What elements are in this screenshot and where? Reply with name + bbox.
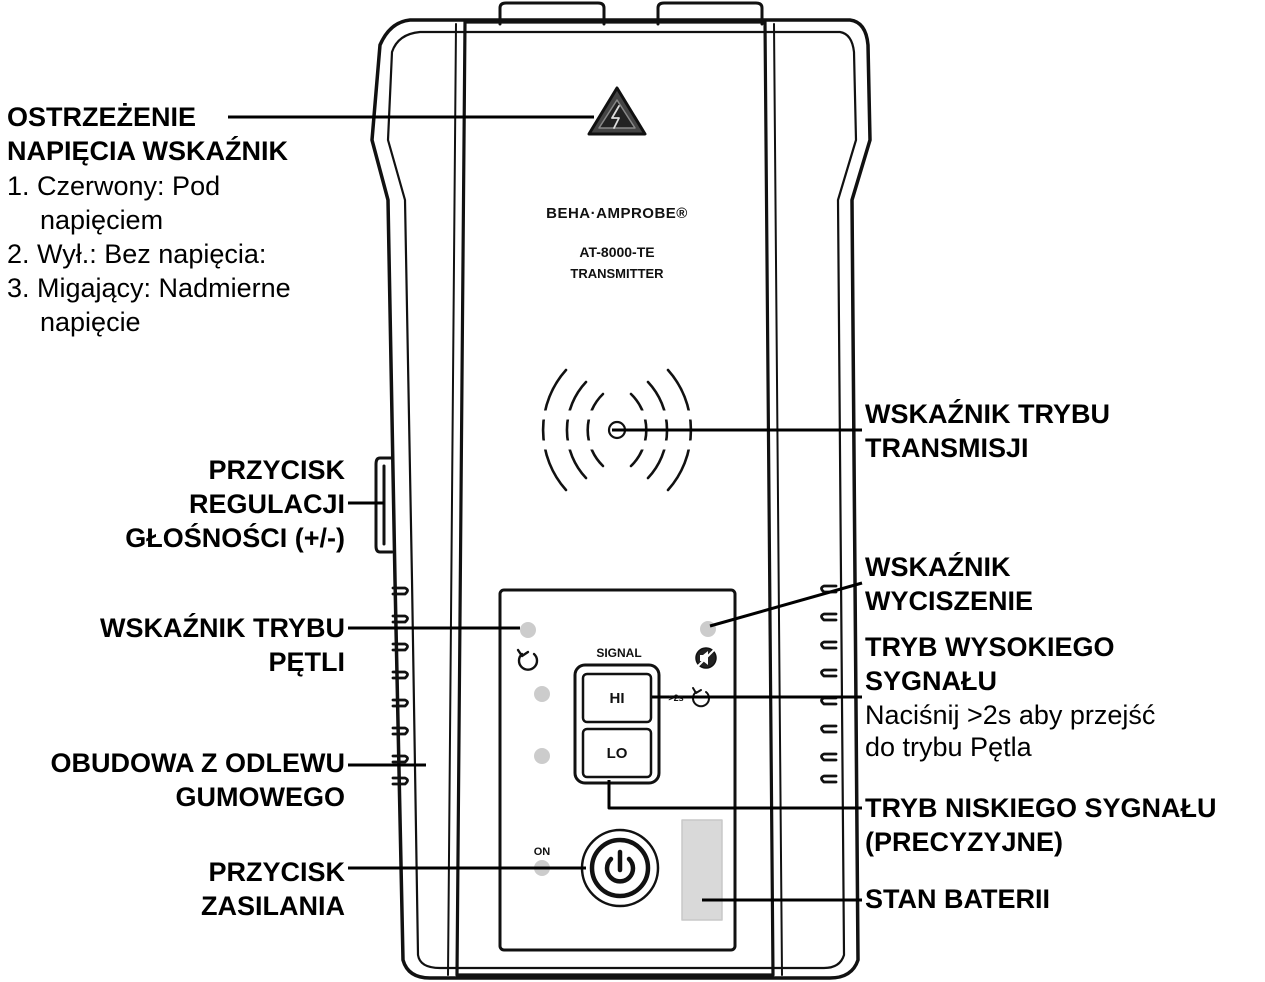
signal-button-frame (573, 663, 661, 785)
lightning-icon (611, 105, 620, 129)
mute-led (700, 621, 716, 637)
loop-indicator-label-1: WSKAŹNIK TRYBU (100, 613, 345, 643)
brand-logo: BEHA·AMPROBE® (546, 205, 688, 222)
high-signal-label-2: SYGNAŁU (865, 666, 998, 696)
volume-button-label-3: GŁOŚNOŚCI (+/-) (125, 523, 345, 553)
high-signal-label-1: TRYB WYSOKIEGO (865, 632, 1115, 662)
model-name: AT-8000-TE (579, 244, 654, 260)
voltage-warning-item-3-cont: napięcie (40, 307, 141, 337)
callout-lines (228, 115, 863, 902)
rubber-housing-label-1: OBUDOWA Z ODLEWU (50, 748, 345, 778)
voltage-warning-item-1-cont: napięciem (40, 205, 164, 235)
volume-rocker[interactable] (374, 456, 394, 554)
housing-outline (370, 18, 872, 980)
battery-status-window (681, 819, 723, 921)
voltage-warning-title-1: OSTRZEŻENIE (7, 102, 197, 132)
voltage-warning-indicator (587, 86, 647, 136)
high-signal-note-1: Naciśnij >2s aby przejść (865, 700, 1156, 730)
high-signal-note-2: do trybu Pętla (865, 732, 1032, 762)
transmit-indicator-label-1: WSKAŹNIK TRYBU (865, 399, 1110, 429)
loop-icon (516, 648, 539, 671)
low-signal-label-2: (PRECYZYJNE) (865, 827, 1064, 857)
power-button[interactable] (580, 828, 660, 908)
front-panel (455, 20, 775, 977)
top-clips (498, 1, 764, 26)
voltage-warning-item-3: 3. Migający: Nadmierne (7, 273, 291, 303)
led-3 (534, 748, 550, 764)
transmit-indicator-label-2: TRANSMISJI (865, 433, 1029, 463)
led-2 (534, 686, 550, 702)
lo-label: LO (607, 745, 628, 762)
volume-button-label-2: REGULACJI (188, 489, 345, 519)
on-label: ON (534, 846, 551, 858)
rubber-housing-label-2: GUMOWEGO (175, 782, 346, 812)
hi-button[interactable] (581, 672, 653, 724)
hold-label: >2s (668, 693, 683, 703)
volume-button-label-1: PRZYCISK (208, 455, 345, 485)
control-panel (498, 588, 737, 952)
power-button-label-1: PRZYCISK (208, 857, 345, 887)
battery-status-label: STAN BATERII (865, 884, 1050, 914)
mute-indicator-label-2: WYCISZENIE (865, 586, 1034, 616)
low-signal-label-1: TRYB NISKIEGO SYGNAŁU (865, 793, 1217, 823)
power-icon (604, 856, 636, 884)
loop-indicator-label-2: PĘTLI (268, 647, 345, 677)
mute-icon (695, 647, 717, 669)
voltage-warning-item-1: 1. Czerwony: Pod (7, 171, 221, 201)
voltage-warning-item-2: 2. Wył.: Bez napięcia: (7, 239, 267, 269)
housing-inner-line (386, 30, 858, 970)
loop-mode-led (520, 622, 536, 638)
voltage-warning-title-2: NAPIĘCIA WSKAŹNIK (7, 136, 288, 166)
power-button-label-2: ZASILANIA (201, 891, 345, 921)
right-grip-ribs (820, 584, 838, 784)
device-type: TRANSMITTER (570, 266, 664, 281)
lo-button[interactable] (581, 727, 653, 779)
mute-indicator-label-1: WSKAŹNIK (865, 552, 1011, 582)
left-grip-ribs (391, 586, 409, 786)
hi-label: HI (610, 690, 625, 707)
signal-label: SIGNAL (596, 646, 641, 660)
